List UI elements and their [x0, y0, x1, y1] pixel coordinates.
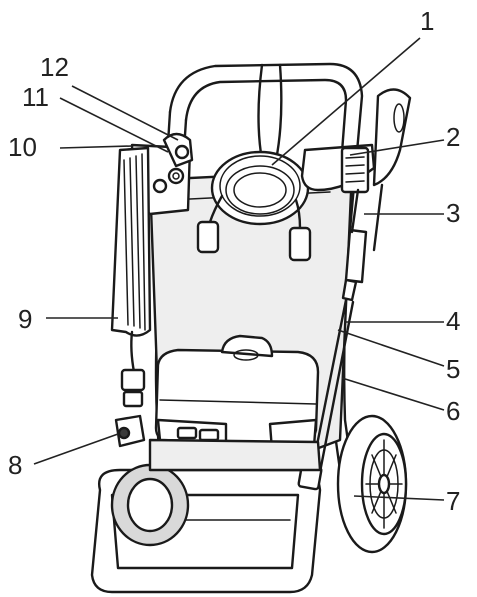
callout-9: 9 [18, 304, 32, 334]
high-pressure-hose [110, 146, 152, 374]
leader-10 [59, 145, 133, 149]
spray-gun [300, 143, 376, 194]
callout-8: 8 [8, 450, 22, 480]
front-wheel [336, 414, 408, 554]
callout-labels: 1 2 3 4 5 6 7 8 9 10 11 12 [8, 6, 460, 516]
callout-7: 7 [446, 486, 460, 516]
water-inlet [114, 368, 146, 448]
callout-10: 10 [8, 132, 37, 162]
callout-2: 2 [446, 122, 460, 152]
leader-5 [337, 329, 445, 367]
callout-3: 3 [446, 198, 460, 228]
leader-7 [353, 495, 445, 501]
leader-11 [59, 97, 169, 153]
callout-11: 11 [22, 82, 49, 112]
wand-holder [350, 188, 360, 234]
leader-1 [271, 37, 421, 166]
leader-2 [349, 139, 445, 156]
callout-4: 4 [446, 306, 460, 336]
leader-lines [33, 37, 445, 501]
rear-wheel-left [110, 463, 190, 547]
leader-12 [71, 85, 179, 141]
leader-6 [341, 377, 445, 411]
motor-housing [148, 334, 322, 472]
callout-5: 5 [446, 354, 460, 384]
callout-12: 12 [40, 52, 69, 82]
callout-1: 1 [420, 6, 434, 36]
callout-6: 6 [446, 396, 460, 426]
leader-8 [33, 433, 119, 465]
side-bracket [372, 88, 412, 252]
hose-coil [196, 63, 312, 262]
